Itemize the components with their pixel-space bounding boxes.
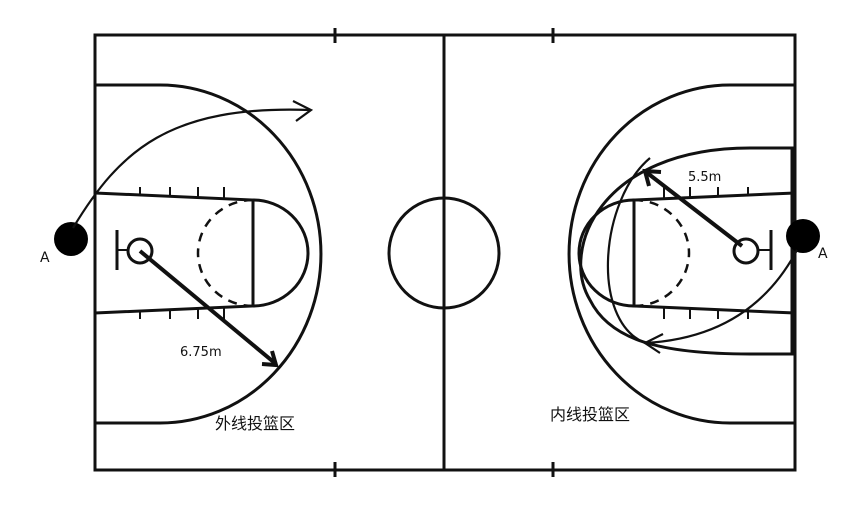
sideline-ticks — [333, 28, 555, 477]
left-free-throw-circle-dashed — [196, 198, 254, 308]
distance-label-left: 6.75m — [180, 345, 222, 360]
left-free-throw-circle-solid — [252, 198, 310, 308]
distance-arrow-left — [138, 249, 278, 366]
center-circle — [387, 196, 501, 310]
right-free-throw-circle-solid — [577, 198, 635, 308]
distance-arrow-right-head — [642, 168, 662, 187]
right-lane-hash-marks — [663, 187, 749, 319]
left-hoop — [126, 237, 154, 265]
left-movement-arrow — [72, 108, 311, 229]
player-left-label: A — [40, 250, 50, 266]
right-free-throw-lane — [632, 191, 796, 315]
inside-zone-label: 内线投篮区 — [550, 405, 630, 424]
right-hoop — [732, 237, 760, 265]
left-three-point-line — [95, 83, 323, 425]
distance-label-right: 5.5m — [688, 170, 721, 185]
player-right-dot — [786, 219, 820, 253]
right-half-court — [567, 83, 796, 425]
right-movement-arrowhead — [642, 333, 664, 354]
left-lane-hash-marks — [139, 187, 225, 319]
player-left-dot — [54, 222, 88, 256]
right-free-throw-circle-dashed — [633, 198, 691, 308]
outside-zone-label: 外线投篮区 — [215, 414, 295, 433]
left-half-court — [94, 83, 323, 425]
player-right-label: A — [818, 246, 828, 262]
distance-arrow-right — [644, 170, 744, 248]
distance-arrow-left-head — [261, 350, 279, 368]
left-free-throw-lane — [94, 191, 255, 315]
right-three-point-line — [567, 83, 795, 425]
left-movement-arrowhead — [292, 100, 314, 122]
inside-zone-boundary — [579, 146, 794, 356]
